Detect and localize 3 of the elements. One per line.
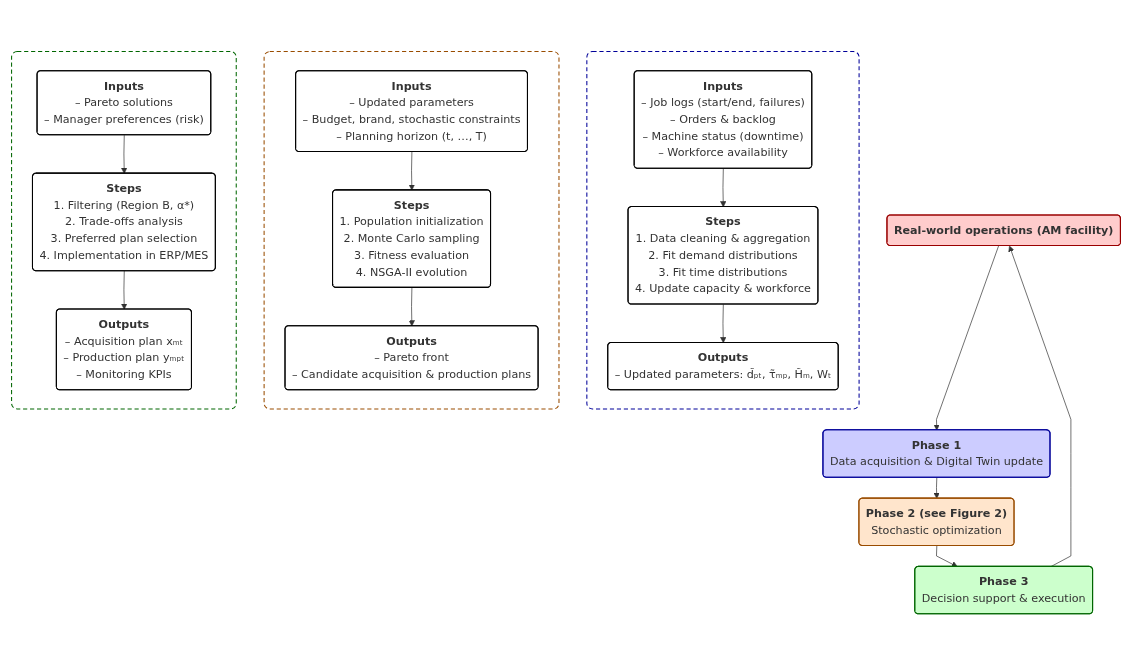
cluster bbox=[586, 50, 860, 410]
cluster bbox=[11, 50, 237, 410]
cluster bbox=[263, 50, 560, 410]
